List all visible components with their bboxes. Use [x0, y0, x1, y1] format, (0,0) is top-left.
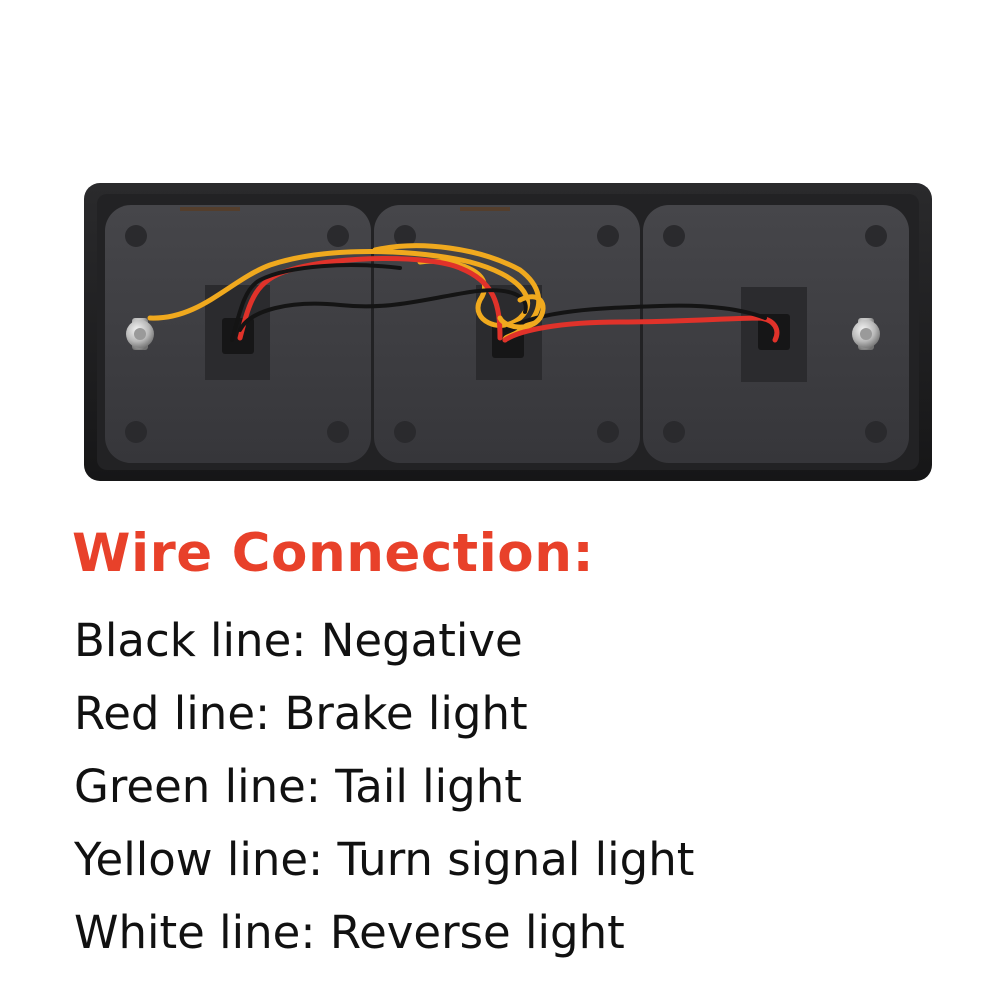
wire-item-red: Red line: Brake light [74, 687, 528, 740]
mounting-bolt-right [852, 318, 880, 350]
wire-legend-list: Black line: Negative Red line: Brake lig… [74, 604, 694, 969]
wire-connection-heading: Wire Connection: [72, 523, 595, 584]
mounting-bolt-left [126, 318, 154, 350]
wire-item-green: Green line: Tail light [74, 760, 522, 813]
wiring-harness [147, 243, 780, 343]
wire-item-white: White line: Reverse light [74, 906, 625, 959]
screw-holes [125, 225, 887, 443]
wire-item-black: Black line: Negative [74, 614, 523, 667]
wire-item-yellow: Yellow line: Turn signal light [74, 833, 695, 886]
tail-light-photo [84, 183, 932, 481]
